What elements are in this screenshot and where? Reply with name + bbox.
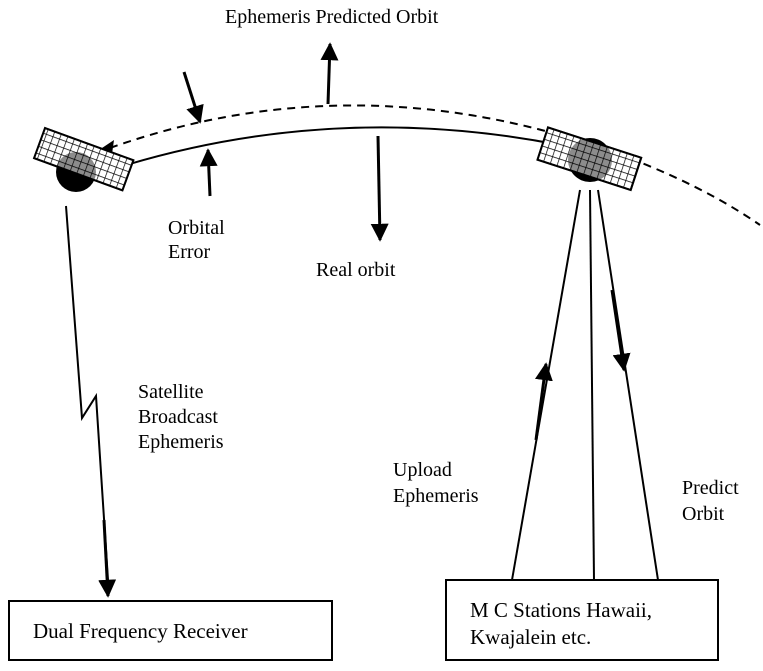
real-orbit-label: Real orbit (316, 259, 396, 281)
stations-box (445, 579, 719, 661)
orbital-error-label-line1: Orbital (168, 217, 225, 239)
upload-label-line1: Upload (393, 459, 452, 481)
broadcast-link-line (65, 205, 109, 581)
broadcast-label-line2: Broadcast (138, 406, 218, 428)
orbital-error-arrow-bottom (199, 148, 218, 197)
predict-orbit-arrow (610, 289, 631, 372)
receiver-label: Dual Frequency Receiver (33, 619, 248, 643)
real-orbit-arrow (370, 135, 389, 242)
predicted-orbit-label: Ephemeris Predicted Orbit (225, 6, 439, 28)
predict-label-line2: Orbit (682, 503, 725, 525)
stations-label-line2: Kwajalein etc. (470, 625, 592, 649)
stations-label-line1: M C Stations Hawaii, (470, 598, 652, 622)
satellite-left-icon (32, 126, 135, 192)
upload-label-line2: Ephemeris (393, 485, 479, 507)
broadcast-label-line1: Satellite (138, 381, 204, 403)
orbital-error-label-line2: Error (168, 241, 211, 263)
receiver-box (8, 600, 333, 661)
station-link-middle (589, 189, 595, 581)
satellite-right-icon (536, 126, 643, 192)
broadcast-label-line3: Ephemeris (138, 431, 224, 453)
broadcast-link-arrow (98, 519, 117, 598)
upload-ephemeris-line (511, 189, 581, 581)
upload-ephemeris-arrow (534, 362, 553, 441)
predict-label-line1: Predict (682, 477, 739, 499)
predicted-orbit-arrow (320, 42, 339, 105)
real-orbit-curve (109, 126, 561, 171)
predict-orbit-line (597, 189, 659, 581)
orbital-error-arrow-top (182, 71, 204, 124)
